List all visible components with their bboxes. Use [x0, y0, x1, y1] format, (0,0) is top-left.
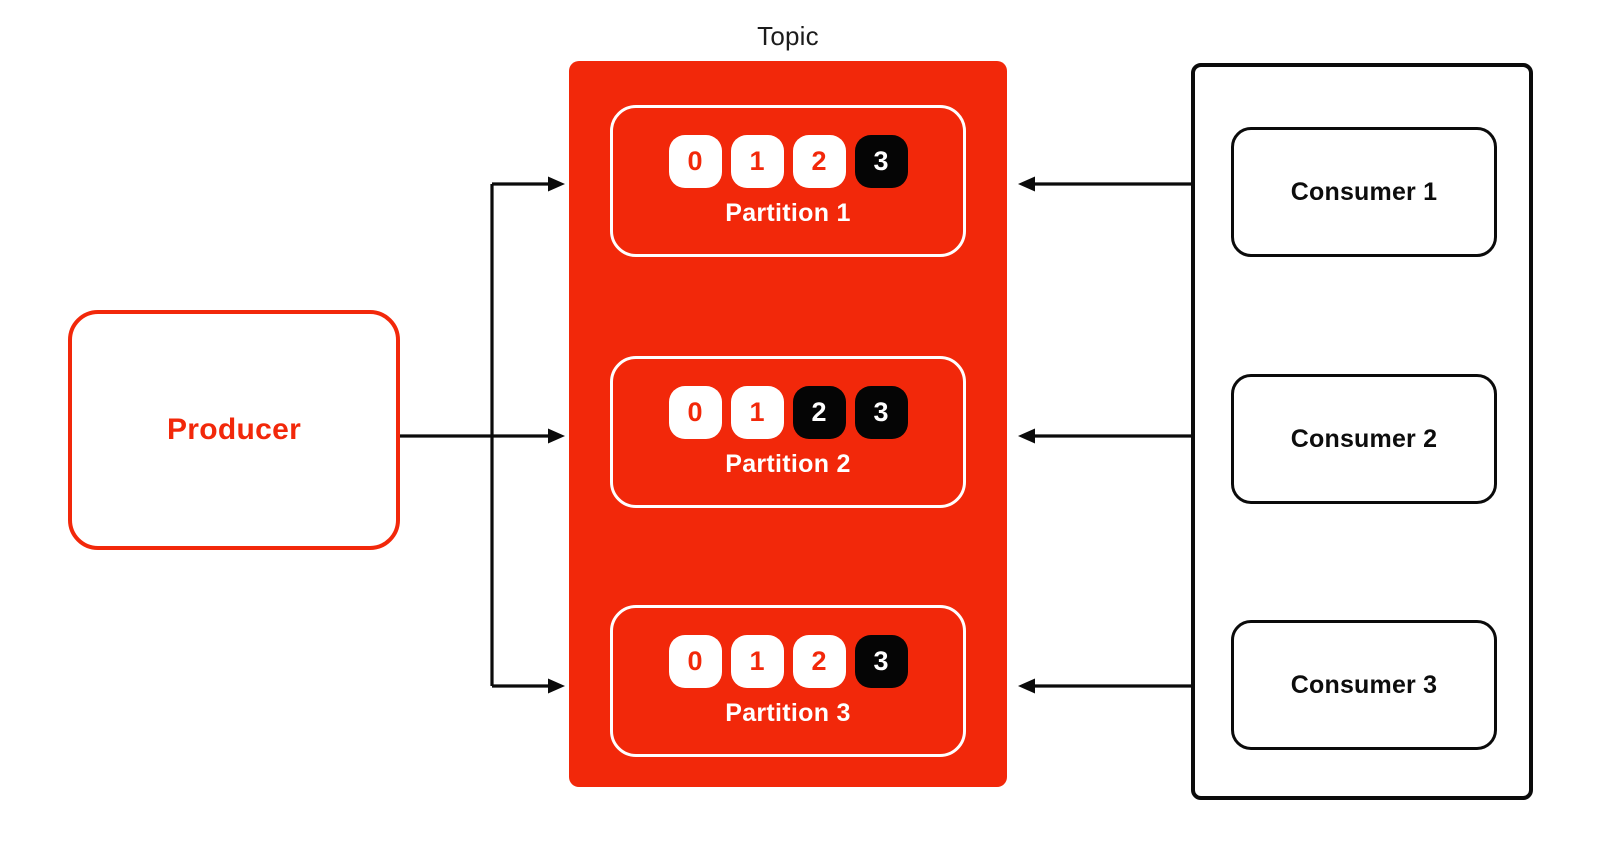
producer-box: Producer: [68, 310, 400, 550]
arrowhead-right-icon: [548, 678, 565, 694]
partition-3-offset-row: 0 1 2 3: [668, 634, 908, 688]
partition-2-box: 0 1 2 3 Partition 2: [610, 356, 966, 508]
offset-chip: 0: [668, 634, 722, 688]
partition-3-label: Partition 3: [725, 698, 851, 727]
offset-chip: 0: [668, 385, 722, 439]
offset-chip: 1: [730, 385, 784, 439]
offset-chip: 3: [854, 385, 908, 439]
topic-box: 0 1 2 3 Partition 1 0 1 2 3 Partition 2 …: [569, 61, 1007, 787]
partition-1-offset-row: 0 1 2 3: [668, 134, 908, 188]
partition-1-box: 0 1 2 3 Partition 1: [610, 105, 966, 257]
offset-chip: 1: [730, 634, 784, 688]
partition-1-label: Partition 1: [725, 198, 851, 227]
arrowhead-left-icon: [1018, 428, 1035, 444]
arrowhead-left-icon: [1018, 176, 1035, 192]
producer-to-partition-1-arrow: [492, 176, 565, 192]
consumer-3-to-partition-3-arrow: [1018, 678, 1191, 694]
consumer-group-box: Consumer 1 Consumer 2 Consumer 3: [1191, 63, 1533, 800]
topic-title: Topic: [757, 21, 819, 51]
offset-chip: 3: [854, 134, 908, 188]
producer-to-partition-2-arrow: [400, 428, 565, 444]
offset-chip: 2: [792, 385, 846, 439]
arrowhead-right-icon: [548, 428, 565, 444]
producer-label: Producer: [166, 413, 302, 446]
partition-3-box: 0 1 2 3 Partition 3: [610, 605, 966, 757]
consumer-2-to-partition-2-arrow: [1018, 428, 1191, 444]
partition-2-label: Partition 2: [725, 449, 851, 478]
offset-chip: 2: [792, 134, 846, 188]
partition-2-offset-row: 0 1 2 3: [668, 385, 908, 439]
arrowhead-left-icon: [1018, 678, 1035, 694]
consumer-1-to-partition-1-arrow: [1018, 176, 1191, 192]
consumer-2-label: Consumer 2: [1290, 424, 1438, 453]
consumer-3-label: Consumer 3: [1290, 670, 1438, 699]
offset-chip: 1: [730, 134, 784, 188]
consumer-1-box: Consumer 1: [1231, 127, 1497, 257]
consumer-2-box: Consumer 2: [1231, 374, 1497, 504]
offset-chip: 0: [668, 134, 722, 188]
consumer-1-label: Consumer 1: [1290, 177, 1438, 206]
consumer-3-box: Consumer 3: [1231, 620, 1497, 750]
offset-chip: 3: [854, 634, 908, 688]
producer-to-partition-3-arrow: [492, 678, 565, 694]
arrowhead-right-icon: [548, 176, 565, 192]
offset-chip: 2: [792, 634, 846, 688]
